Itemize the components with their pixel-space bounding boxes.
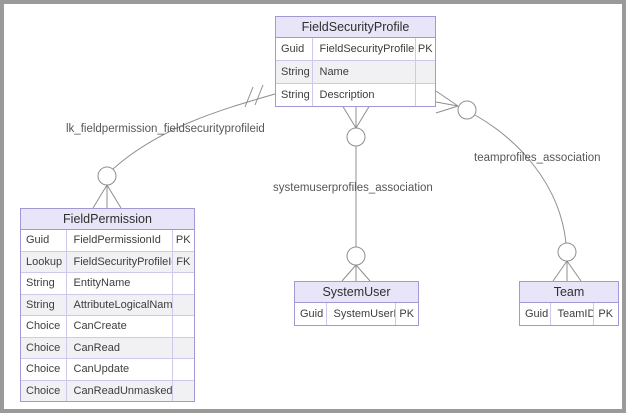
table-row: Choice CanReadUnmasked — [21, 379, 194, 401]
crow-foot-many — [341, 104, 371, 129]
column-name: Description — [312, 83, 416, 106]
column-name: AttributeLogicalName — [66, 293, 173, 316]
column-name: SystemUserId — [326, 303, 396, 325]
column-type: Guid — [295, 303, 327, 325]
column-key — [172, 336, 194, 359]
table-row: Guid FieldSecurityProfileId PK — [276, 38, 435, 61]
table-row: String EntityName — [21, 272, 194, 294]
entity-columns-table: Guid FieldPermissionId PK Lookup FieldSe… — [21, 230, 194, 401]
cardinality-zero-circle — [97, 166, 117, 186]
cardinality-one-tick — [254, 84, 264, 106]
column-type: Guid — [21, 230, 67, 251]
column-type: Choice — [21, 379, 67, 401]
table-row: Choice CanUpdate — [21, 358, 194, 380]
cardinality-zero-circle — [557, 242, 577, 262]
column-type: Choice — [21, 336, 67, 359]
crow-foot-many — [552, 260, 582, 282]
cardinality-zero-circle — [346, 127, 366, 147]
column-key: PK — [399, 308, 415, 320]
column-name: Name — [312, 60, 416, 84]
column-key — [415, 83, 435, 106]
column-key — [172, 315, 194, 337]
column-type: String — [21, 272, 67, 294]
column-key: PK — [417, 43, 433, 55]
relationship-label: systemuserprofiles_association — [273, 182, 433, 194]
table-row: Choice CanRead — [21, 336, 194, 359]
entity-title: SystemUser — [295, 282, 418, 303]
column-key — [172, 272, 194, 294]
relationship-lk-fieldpermission-fieldsecurityprofileid[interactable] — [92, 84, 276, 209]
entity-title: FieldSecurityProfile — [276, 17, 435, 38]
column-key — [172, 358, 194, 380]
entity-title: Team — [520, 282, 618, 303]
entity-system-user[interactable]: SystemUser Guid SystemUserId PK — [294, 281, 419, 326]
column-type: String — [276, 60, 313, 84]
column-type: Guid — [276, 38, 313, 61]
crow-foot-many — [341, 264, 371, 282]
column-name: CanUpdate — [66, 358, 173, 380]
relationship-label: lk_fieldpermission_fieldsecurityprofilei… — [66, 123, 265, 135]
column-key: FK — [172, 250, 194, 273]
column-key: PK — [598, 308, 614, 320]
entity-columns-table: Guid SystemUserId PK — [295, 303, 418, 325]
column-name: CanRead — [66, 336, 173, 359]
table-row: Lookup FieldSecurityProfileId FK — [21, 250, 194, 273]
crow-foot-many — [435, 90, 459, 114]
column-key: PK — [175, 234, 191, 247]
entity-team[interactable]: Team Guid TeamID PK — [519, 281, 619, 326]
column-name: FieldPermissionId — [66, 230, 173, 251]
column-key — [172, 379, 194, 401]
column-type: Choice — [21, 358, 67, 380]
column-name: TeamID — [550, 303, 594, 325]
table-row: Choice CanCreate — [21, 315, 194, 337]
column-name: EntityName — [66, 272, 173, 294]
column-name: CanReadUnmasked — [66, 379, 173, 401]
column-name: CanCreate — [66, 315, 173, 337]
table-row: String AttributeLogicalName — [21, 293, 194, 316]
table-row: String Name — [276, 60, 435, 84]
column-name: FieldSecurityProfileId — [312, 38, 416, 61]
column-name: FieldSecurityProfileId — [66, 250, 173, 273]
table-row: String Description — [276, 83, 435, 106]
column-type: String — [21, 293, 67, 316]
entity-columns-table: Guid TeamID PK — [520, 303, 618, 325]
column-key — [172, 293, 194, 316]
relationship-teamprofiles-association[interactable] — [435, 90, 582, 282]
table-row: Guid SystemUserId PK — [295, 303, 418, 325]
table-row: Guid TeamID PK — [520, 303, 618, 325]
crow-foot-many — [92, 184, 122, 209]
column-type: Lookup — [21, 250, 67, 273]
cardinality-zero-circle — [346, 246, 366, 266]
column-type: Guid — [520, 303, 551, 325]
cardinality-zero-circle — [457, 100, 477, 120]
column-type: Choice — [21, 315, 67, 337]
entity-field-security-profile[interactable]: FieldSecurityProfile Guid FieldSecurityP… — [275, 16, 436, 107]
column-key — [415, 60, 435, 84]
entity-columns-table: Guid FieldSecurityProfileId PK String Na… — [276, 38, 435, 106]
column-type: String — [276, 83, 313, 106]
entity-field-permission[interactable]: FieldPermission Guid FieldPermissionId P… — [20, 208, 195, 402]
entity-title: FieldPermission — [21, 209, 194, 230]
cardinality-one-tick — [244, 86, 254, 108]
table-row: Guid FieldPermissionId PK — [21, 230, 194, 251]
relationship-label: teamprofiles_association — [474, 152, 601, 164]
